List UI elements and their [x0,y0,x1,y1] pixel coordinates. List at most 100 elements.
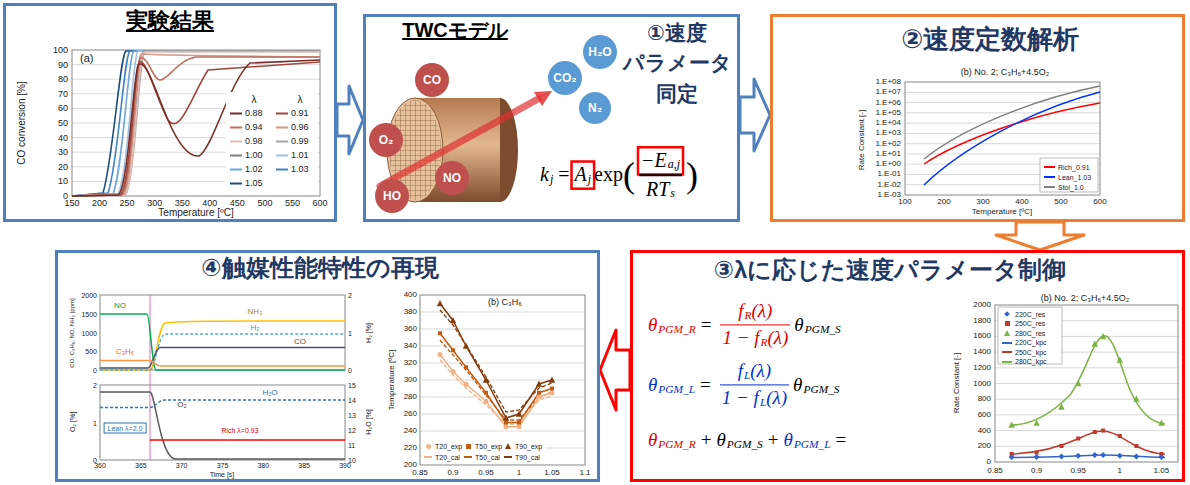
math-symbol: f [738,360,743,382]
legend-marker [1004,330,1010,336]
legend-marker [230,168,242,170]
chart-label: 150 [64,199,79,208]
chart-label: C₃H₆ [116,348,134,356]
legend-sample [276,165,288,173]
chart-label: 220 [404,444,417,452]
axis-title: Rate Constant [-] [953,353,961,413]
molecule-circle: O₂ [369,123,403,157]
math-symbol: k [540,164,549,187]
chart-temperature [517,421,521,425]
math-symbol: ( [623,157,635,193]
chart-c [1134,444,1138,448]
panel-heading: ②速度定数解析 [901,24,1079,55]
chart-label: 13 [348,412,356,419]
chart-label: 20 [58,162,68,171]
subscript: a,j [668,159,680,173]
axis-title: Temperature [ºC] [388,350,396,410]
legend-text: 1.03 [291,165,309,174]
molecule-label: H₂O [588,46,611,58]
chart-temperature [537,395,542,400]
chart-label: 1800 [973,317,991,325]
legend-sample [1002,320,1012,328]
chart-label: 1 [93,419,97,426]
legend-item: T50_exp [464,442,502,450]
chart-c [1075,453,1081,459]
legend-text: 1.05 [245,179,263,188]
chart-temperature [450,317,456,323]
chart-label: 385 [298,462,310,469]
chart-label: 1.05 [1154,467,1170,475]
chart-label: 1.E+03 [875,129,901,137]
math-symbol: ) [686,157,698,193]
chart-label: 280 [404,393,417,401]
chart-time-series [100,348,345,369]
legend-sample [424,442,432,450]
chart-c [1158,420,1164,426]
math-symbol: θ [784,429,793,451]
chart-label: 500 [1054,198,1067,206]
chart-temperature [537,391,541,395]
legend-text: 250C_kpc [1015,349,1047,356]
stage-panel: TWCモデル①速度 パラメータ 同定CO₂H₂ON₂COO₂NOHO [363,14,740,222]
legend-item: 1.05 [230,179,263,188]
chart-label: 380 [404,308,417,316]
legend-item: 1.02 [230,165,263,174]
chart-c [1100,333,1106,339]
legend-text: 0.99 [291,137,309,146]
chart-label: 60 [58,104,68,113]
chart-label: (b) No. 2; C₃H₆+4.5O₂ [1041,294,1130,303]
math-symbol: −E [641,149,667,172]
subscript: L [744,369,750,382]
math-symbol: (λ) [750,360,771,382]
chart-temperature [504,421,508,425]
math-symbol: θ [793,374,802,396]
legend-text: Lean_1.03 [1058,174,1091,181]
chart-label: 550 [285,199,300,208]
chart-label: 365 [135,462,147,469]
math-symbol: f [738,300,743,322]
subscript: s [670,187,675,201]
chart-label: 1.E+00 [875,160,901,168]
legend-marker [1044,176,1055,178]
legend-marker [230,182,242,184]
legend-item: 0.91 [276,109,309,118]
legend-item: 1.00 [230,151,263,160]
chart-label: 250 [120,199,135,208]
chart-label: 11 [348,442,355,449]
chart-label: 600 [312,199,327,208]
legend-sample [276,123,288,131]
legend-text: T50_cal [475,454,500,461]
chart-temperature [438,331,554,424]
chart-c [1076,437,1080,441]
chart-label: 350 [175,199,190,208]
chart-label: 1400 [973,348,991,356]
chart-label: 390 [339,462,351,469]
step-title: ①速度 パラメータ 同定 [621,18,733,109]
chart-temperature [517,424,522,429]
chart-label: 2 [93,382,97,389]
chart-time-series [100,385,345,460]
math-symbol: θ [648,314,657,336]
chart-time-series [100,400,345,408]
chart-label: 500 [257,199,272,208]
chart-label: Time [s] [210,471,235,478]
legend-sample [230,123,242,131]
chart-a [72,51,320,196]
legend-item: 0.98 [230,137,263,146]
chart-label: 500 [85,348,97,355]
chart-label: 800 [978,395,991,403]
legend-item: T20_exp [424,442,462,450]
legend-sample [1044,163,1055,171]
molecule-label: O₂ [379,134,394,146]
chart-time-series [100,314,345,370]
operator: = [836,429,847,451]
chart-label: λ [252,95,257,105]
legend-item: 1.03 [276,165,309,174]
legend-item: 220C_res [1002,310,1045,318]
chart-c [995,305,1178,462]
chart-label: λ [298,95,303,105]
legend-text: 0.88 [245,109,263,118]
chart-temperature [451,348,455,352]
chart-label: 360 [94,462,106,469]
subscript: PGM_L [794,438,831,451]
